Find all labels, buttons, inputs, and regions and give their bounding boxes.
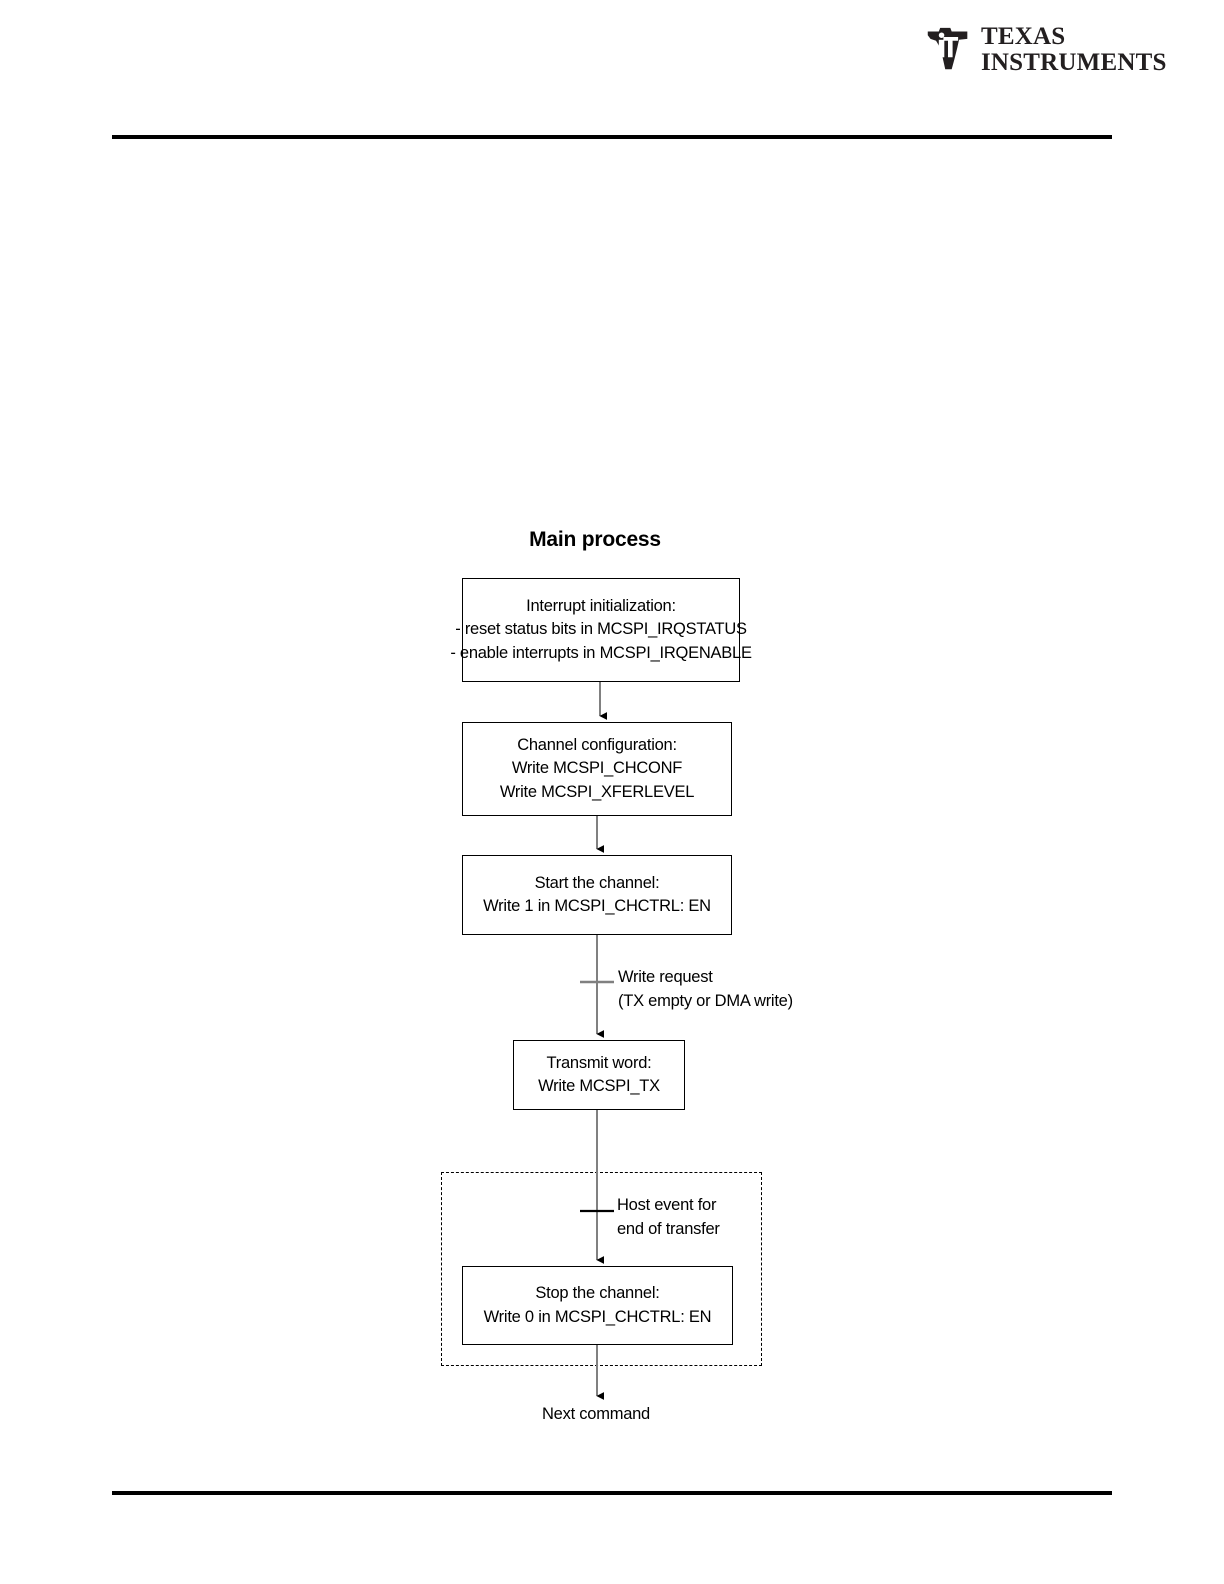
footer-rule [112, 1491, 1112, 1495]
node-line: Write MCSPI_TX [538, 1077, 660, 1095]
node-line: - reset status bits in MCSPI_IRQSTATUS [455, 620, 747, 639]
node-transmit-word: Transmit word: Write MCSPI_TX [513, 1040, 685, 1110]
node-start-channel: Start the channel: Write 1 in MCSPI_CHCT… [462, 855, 732, 935]
edge-label-write-request: Write request (TX empty or DMA write) [618, 966, 793, 1014]
node-line: Write MCSPI_CHCONF [511, 759, 683, 778]
logo-text-instruments: INSTRUMENTS [981, 48, 1167, 76]
node-line: - enable interrupts in MCSPI_IRQENABLE [450, 643, 752, 662]
node-line: Write 1 in MCSPI_CHCTRL: EN [483, 897, 711, 915]
ti-logo: TEXAS INSTRUMENTS [925, 20, 1166, 78]
node-line: Write MCSPI_XFERLEVEL [499, 782, 695, 801]
node-line: Channel configuration: [517, 735, 677, 754]
logo-text-texas: TEXAS [981, 22, 1066, 50]
node-line: Stop the channel: [535, 1284, 660, 1303]
node-stop-channel: Stop the channel: Write 0 in MCSPI_CHCTR… [462, 1266, 733, 1345]
terminal-next-command: Next command [542, 1405, 650, 1423]
figure-title: Main process [529, 528, 661, 551]
edge-label-line: (TX empty or DMA write) [618, 991, 793, 1010]
dashed-group-region [441, 1172, 762, 1366]
edge-label-line: end of transfer [617, 1219, 720, 1238]
edge-label-line: Write request [618, 968, 713, 986]
edge-label-host-event: Host event for end of transfer [617, 1194, 720, 1242]
header-rule [112, 135, 1112, 139]
node-line: Start the channel: [534, 873, 660, 892]
texas-state-icon [927, 27, 968, 70]
edge-label-line: Host event for [617, 1196, 717, 1214]
node-line: Interrupt initialization: [526, 596, 676, 615]
node-line: Transmit word: [546, 1053, 652, 1072]
node-line: Write 0 in MCSPI_CHCTRL: EN [483, 1307, 712, 1326]
node-interrupt-init: Interrupt initialization: - reset status… [450, 578, 752, 682]
node-channel-config: Channel configuration: Write MCSPI_CHCON… [462, 722, 732, 816]
